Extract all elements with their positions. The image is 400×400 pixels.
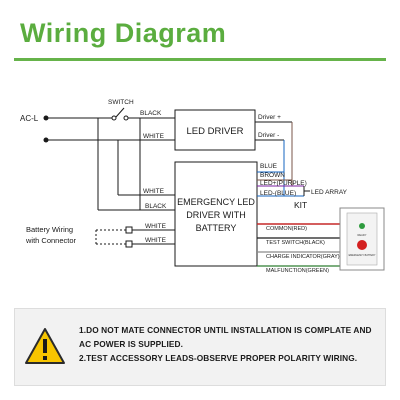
- battery-label-line1: Battery Wiring: [26, 225, 73, 234]
- battery-white-label-2: WHITE: [145, 237, 167, 244]
- black-top-label: BLACK: [140, 110, 162, 117]
- driver-plus-label: Driver +: [258, 114, 281, 121]
- switch-contact-left: [111, 115, 117, 121]
- battery-connector-top-icon: [125, 226, 133, 234]
- ready-led-label: READY: [358, 233, 367, 237]
- test-button-icon: [357, 240, 367, 250]
- title-underline: [14, 58, 386, 61]
- emergency-label-line3: BATTERY: [196, 223, 237, 233]
- battery-connector-bottom-icon: [125, 240, 133, 248]
- warning-box: 1.DO NOT MATE CONNECTOR UNTIL INSTALLATI…: [14, 308, 386, 386]
- warning-line-1: 1.DO NOT MATE CONNECTOR UNTIL INSTALLATI…: [79, 325, 372, 335]
- kit-label: KIT: [294, 200, 307, 210]
- led-driver-box: [174, 109, 256, 151]
- malfunction-label: MALFUNCTION(GREEN): [266, 268, 329, 274]
- white-top-label: WHITE: [143, 133, 165, 140]
- common-label: COMMON(RED): [266, 226, 307, 232]
- battery-white-label-1: WHITE: [145, 223, 167, 230]
- led-driver-label: LED DRIVER: [186, 126, 243, 137]
- black-mid-label: BLACK: [145, 203, 167, 210]
- led-plus-label: LED+(PURPLE): [260, 180, 307, 187]
- battery-label-line2: with Connector: [25, 236, 77, 245]
- switch-lever: [115, 107, 125, 118]
- emergency-label-line1: EMERGENCY LED: [177, 197, 255, 207]
- warning-text: 1.DO NOT MATE CONNECTOR UNTIL INSTALLATI…: [79, 323, 381, 365]
- ready-led-icon: [359, 223, 365, 229]
- emergency-driver-box: [174, 161, 258, 267]
- white-mid-label: WHITE: [143, 188, 165, 195]
- brown-label: BROWN: [260, 172, 285, 179]
- led-minus-label: LED-(BLUE): [260, 190, 296, 197]
- test-switch-label: TEST SWITCH(BLACK): [266, 240, 325, 246]
- warning-triangle-icon: [25, 328, 65, 364]
- driver-minus-label: Driver -: [258, 132, 279, 139]
- warning-line-2: AC POWER IS SUPPLIED.: [79, 339, 183, 349]
- page-title: Wiring Diagram: [20, 18, 227, 48]
- test-switch-panel-inner: [346, 212, 378, 266]
- charge-indicator-label: CHARGE INDICATOR(GRAY): [266, 254, 340, 260]
- switch-label: SWITCH: [108, 99, 134, 106]
- led-array-label: LED ARRAY: [311, 189, 348, 196]
- switch-contact-right: [123, 115, 129, 121]
- blue-label: BLUE: [260, 163, 278, 170]
- warning-line-3: 2.TEST ACCESSORY LEADS-OBSERVE PROPER PO…: [79, 353, 358, 363]
- ac-label: AC-L: [20, 114, 39, 123]
- test-button-label: EMERGENCY BATTERY: [349, 254, 376, 257]
- ac-line-node: [43, 115, 49, 121]
- emergency-label-line2: DRIVER WITH: [186, 210, 246, 220]
